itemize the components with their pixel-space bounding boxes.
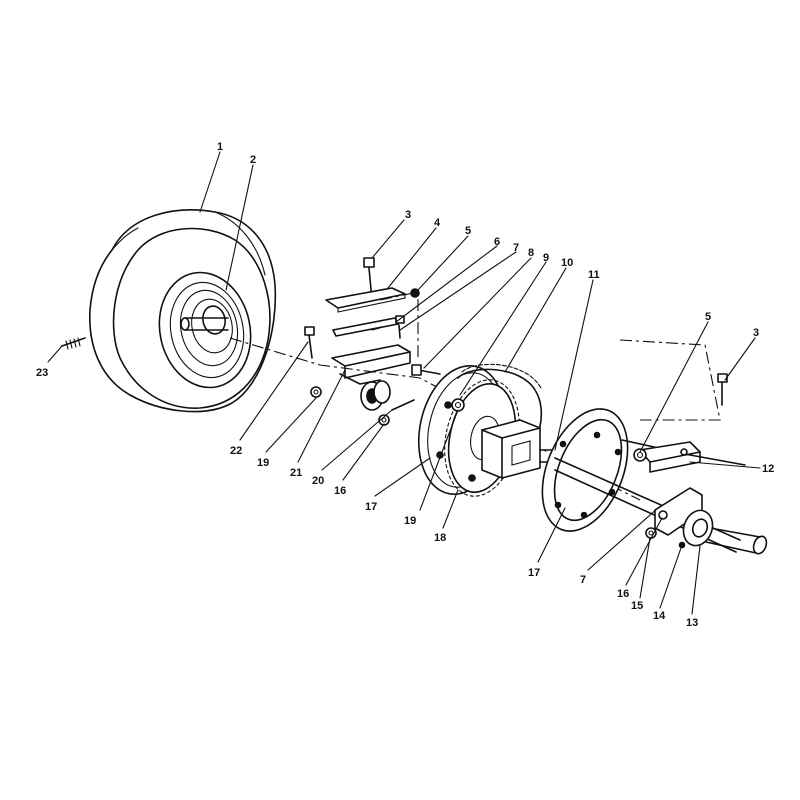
- callout-1: 1: [217, 141, 223, 153]
- frame-rail: [621, 373, 746, 473]
- callout-19-left: 19: [257, 457, 269, 469]
- bearing-bracket: [304, 326, 415, 426]
- callout-16-right: 16: [617, 588, 629, 600]
- tire-sidewall: [112, 227, 271, 409]
- wheel-rim: [158, 271, 252, 389]
- callout-15: 15: [631, 600, 643, 612]
- wheel-hub: [202, 305, 226, 335]
- leader-lines: [47, 151, 761, 615]
- callout-13: 13: [686, 617, 698, 629]
- callout-21: 21: [290, 467, 302, 479]
- callout-12: 12: [762, 463, 774, 475]
- axle-stub: [184, 317, 229, 331]
- callout-19-right: 19: [404, 515, 416, 527]
- tire-assembly: [89, 209, 277, 413]
- callout-17-right: 17: [528, 567, 540, 579]
- callout-labels: 1 2 3 4 5 6 7 8 9 10 11 5 3 12 13 14 15 …: [36, 141, 774, 629]
- callout-5-right: 5: [705, 311, 711, 323]
- bearing-housing: [645, 487, 714, 549]
- callout-9: 9: [543, 252, 549, 264]
- valve-stem: [61, 337, 86, 350]
- callout-8: 8: [528, 247, 534, 259]
- callout-14: 14: [653, 610, 666, 622]
- callout-4: 4: [434, 217, 441, 229]
- callout-2: 2: [250, 154, 256, 166]
- callout-22: 22: [230, 445, 242, 457]
- callout-6: 6: [494, 236, 500, 248]
- callout-7: 7: [513, 242, 519, 254]
- callout-7-right: 7: [580, 574, 586, 586]
- callout-5: 5: [465, 225, 471, 237]
- callout-3: 3: [405, 209, 411, 221]
- callout-20: 20: [312, 475, 324, 487]
- carriage-bolt: [411, 364, 441, 376]
- flange-ring: [541, 408, 629, 532]
- callout-3-right: 3: [753, 327, 759, 339]
- callout-17-left: 17: [365, 501, 377, 513]
- callout-23: 23: [36, 367, 48, 379]
- callout-11: 11: [588, 269, 600, 281]
- callout-18: 18: [434, 532, 446, 544]
- callout-10: 10: [561, 257, 573, 269]
- callout-16-left: 16: [334, 485, 346, 497]
